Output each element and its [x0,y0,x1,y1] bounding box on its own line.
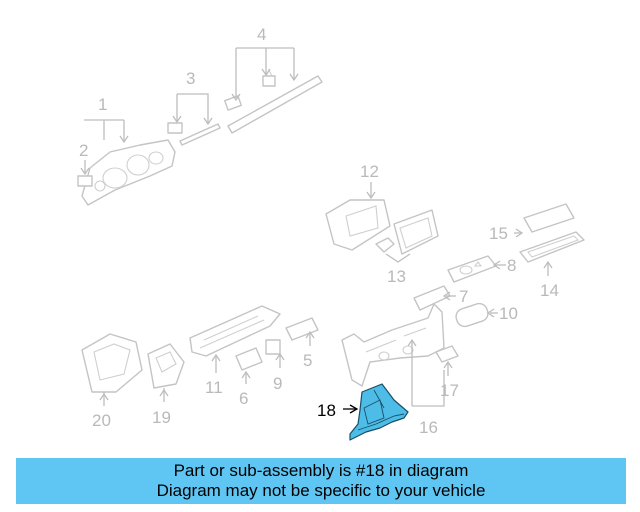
part-14: 14 [519,231,585,300]
callout-16: 16 [419,418,438,437]
callout-6: 6 [239,389,248,408]
part-8: 8 [447,255,516,283]
callout-13: 13 [387,267,406,286]
part-3: 3 [167,69,221,146]
callout-14: 14 [540,281,559,300]
part-9: 9 [265,339,285,393]
callout-15: 15 [489,224,508,243]
part-18-highlighted[interactable]: 18 [317,383,409,441]
callout-2: 2 [79,141,88,160]
part-5: 5 [285,317,319,370]
callout-12: 12 [360,162,379,181]
banner-line-1: Part or sub-assembly is #18 in diagram [173,461,469,480]
callout-17: 17 [440,381,459,400]
callout-10: 10 [499,304,518,323]
part-12: 12 [325,162,391,251]
callout-8: 8 [507,256,516,275]
info-banner: Part or sub-assembly is #18 in diagram D… [16,458,626,504]
callout-4: 4 [257,25,266,44]
part-16: 16 [341,303,445,437]
callout-18: 18 [317,401,336,420]
banner-line-2: Diagram may not be specific to your vehi… [156,481,486,500]
callout-5: 5 [303,351,312,370]
part-13-display [393,209,439,255]
part-20: 20 [81,333,143,430]
part-19: 19 [147,343,185,427]
callout-7: 7 [459,287,468,306]
part-2: 2 [77,141,93,187]
part-15: 15 [489,203,575,243]
part-10: 10 [455,302,518,328]
callout-19: 19 [152,408,171,427]
part-7: 7 [413,285,468,311]
callout-20: 20 [92,411,111,430]
part-17: 17 [435,345,459,400]
callout-9: 9 [273,374,282,393]
part-1: 1 [81,95,176,206]
parts-diagram: 4 3 1 2 12 13 [77,25,585,441]
part-11: 11 [189,305,281,397]
part-6: 6 [235,347,263,408]
part-4: 4 [224,25,323,134]
callout-11: 11 [205,378,223,397]
callout-3: 3 [186,69,195,88]
part-13: 13 [375,237,411,286]
callout-1: 1 [98,95,107,114]
